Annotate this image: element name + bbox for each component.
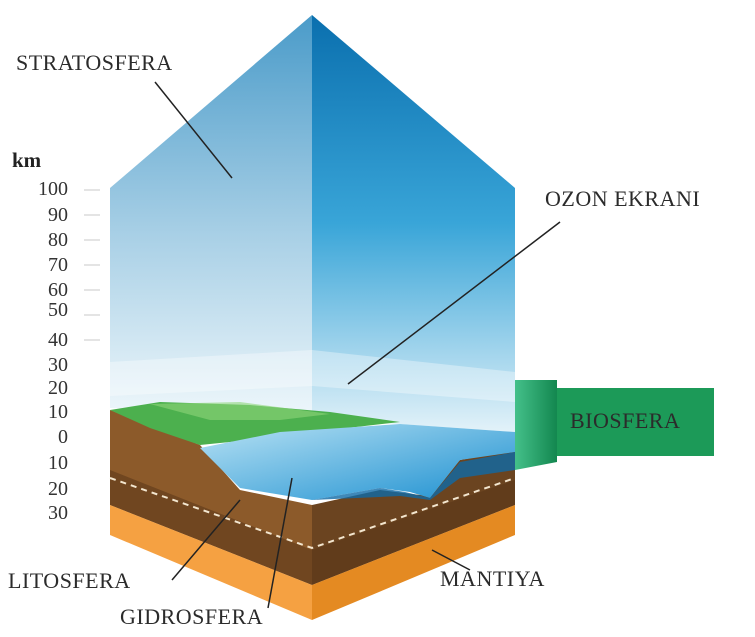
scale-tick-label: 30	[48, 354, 68, 376]
biosphere-band	[515, 380, 557, 470]
scale-tick-label: 50	[48, 299, 68, 321]
biosphere-box	[557, 388, 714, 456]
scale-tick-label: 100	[38, 178, 68, 200]
scale-tick-label: 20	[48, 478, 68, 500]
label-stratosfera: STRATOSFERA	[16, 50, 173, 75]
scale-tick-label: 90	[48, 204, 68, 226]
ocean-deep	[312, 452, 515, 500]
mantle-right-face	[312, 505, 515, 620]
ozone-layer-band	[110, 350, 515, 402]
lithosphere-dark-lower	[110, 470, 515, 585]
leader-gidrosfera	[267, 477, 293, 609]
leader-stratosfera	[154, 81, 233, 179]
scale-tick-label: 70	[48, 254, 68, 276]
scale-tick-label: 0	[58, 426, 68, 448]
scale-tick-label: 60	[48, 279, 68, 301]
mantle-left-face	[110, 505, 312, 620]
leader-ozon	[347, 221, 561, 385]
atmosphere-right-face	[312, 15, 515, 432]
scale-tick-label: 20	[48, 377, 68, 399]
crust-boundary-dashes	[109, 477, 516, 550]
land-surface-light	[150, 402, 330, 420]
atmosphere-left-face	[110, 15, 312, 418]
leader-litosfera	[171, 499, 241, 581]
scale-tick-label: 80	[48, 229, 68, 251]
label-mantiya: MANTIYA	[440, 566, 545, 591]
scale-tick-label: 10	[48, 452, 68, 474]
label-ozon-ekrani: OZON EKRANI	[545, 186, 701, 211]
land-surface	[110, 402, 400, 445]
scale-tick-label: 30	[48, 502, 68, 524]
scale-unit-label: km	[12, 148, 42, 172]
leader-mantiya	[431, 549, 471, 571]
scale-tick-label: 40	[48, 329, 68, 351]
label-gidrosfera: GIDROSFERA	[120, 604, 264, 629]
label-biosfera: BIOSFERA	[570, 408, 681, 433]
scale-tick-label: 10	[48, 401, 68, 423]
ocean-surface	[200, 424, 515, 500]
label-litosfera: LITOSFERA	[8, 568, 131, 593]
